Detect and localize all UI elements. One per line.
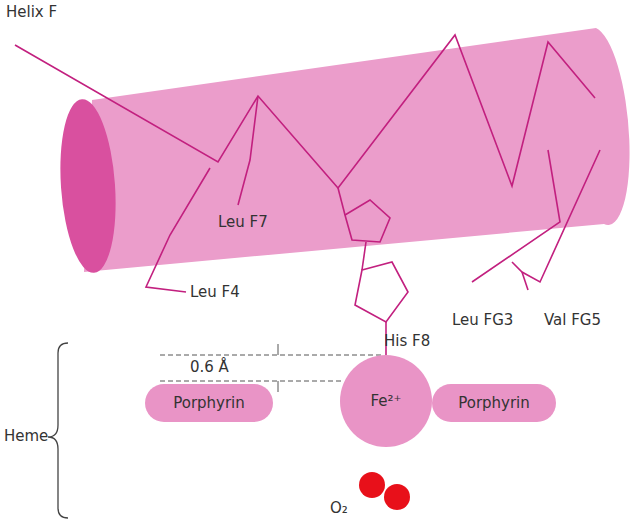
residue-label: Val FG5 — [544, 312, 601, 329]
side-chain — [362, 242, 366, 270]
dimension-tick — [278, 344, 279, 355]
imidazole-ring — [355, 262, 408, 322]
side-chain — [338, 188, 345, 215]
side-chain — [522, 272, 528, 290]
node-text: Fe²⁺ — [371, 392, 402, 410]
oxygen-atom — [359, 472, 385, 498]
ring — [345, 200, 390, 242]
dimension-line — [160, 355, 384, 356]
side-chain — [238, 96, 258, 205]
node-text: Porphyrin — [173, 394, 245, 412]
dimension-label: 0.6 Å — [190, 359, 229, 376]
helix-end — [55, 97, 121, 274]
porphyrin-ring: Porphyrin — [432, 384, 556, 422]
oxygen-atom — [384, 484, 410, 510]
dimension-tick — [278, 381, 279, 392]
side-chain — [472, 150, 560, 282]
side-chain — [512, 150, 600, 282]
structure-title: Helix F — [6, 4, 57, 21]
residue-label: Leu FG3 — [452, 312, 513, 329]
group-label: Heme — [4, 428, 48, 445]
residue-label: Leu F4 — [190, 284, 240, 301]
node-text: Porphyrin — [458, 394, 530, 412]
molecule-label: O₂ — [330, 500, 348, 517]
iron-ion: Fe²⁺ — [340, 355, 432, 447]
side-chain — [146, 168, 210, 292]
backbone-trace — [15, 35, 595, 188]
porphyrin-ring: Porphyrin — [145, 384, 273, 422]
heme-bracket — [48, 343, 68, 518]
residue-label: His F8 — [384, 333, 430, 350]
helix-cylinder — [84, 28, 630, 272]
dimension-line — [160, 381, 342, 382]
residue-label: Leu F7 — [218, 214, 268, 231]
